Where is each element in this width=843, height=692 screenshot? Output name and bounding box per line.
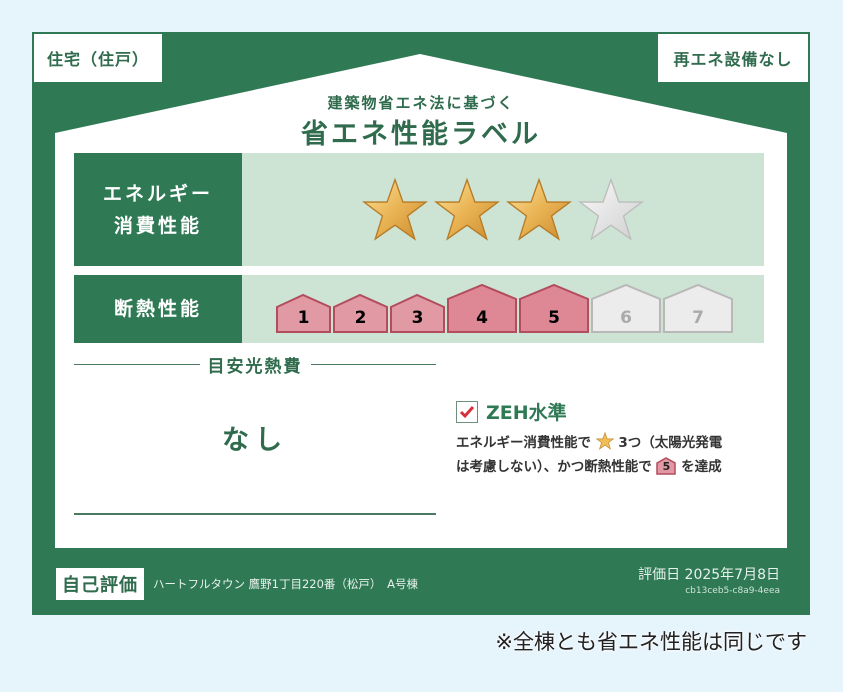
- house-level-icon: [333, 293, 388, 333]
- footnote: ※全棟とも省エネ性能は同じです: [495, 630, 807, 654]
- utility-cost-heading-text: 目安光熱費: [207, 357, 303, 377]
- level-number: 3: [411, 308, 424, 328]
- level-5-badge-icon: 5: [656, 457, 677, 475]
- insulation-performance-label: 断熱性能: [74, 275, 242, 343]
- house-level-icon: [390, 293, 445, 333]
- insulation-level-4: 4: [447, 283, 517, 337]
- star-filled-icon: [362, 177, 428, 241]
- energy-performance-row: エネルギー消費性能: [74, 153, 764, 266]
- insulation-level-7: 7: [663, 283, 733, 337]
- badge-number: 5: [662, 460, 671, 473]
- divider: [310, 363, 436, 366]
- utility-cost-value: なし: [222, 425, 288, 456]
- zeh-description: エネルギー消費性能で 3つ（太陽光発電 は考慮しない）、かつ断熱性能で 5 を達…: [456, 431, 722, 479]
- insulation-level-6: 6: [591, 283, 661, 337]
- building-type-tag: 住宅（住戸）: [34, 34, 162, 82]
- star-empty-icon: [578, 177, 644, 241]
- house-level-icon: [447, 283, 517, 333]
- renewable-energy-tag: 再エネ設備なし: [658, 34, 808, 82]
- house-level-icon: [663, 283, 733, 333]
- house-level-icon: [519, 283, 589, 333]
- divider: [74, 363, 200, 366]
- insulation-level-1: 1: [276, 293, 331, 337]
- level-number: 1: [297, 308, 310, 328]
- energy-performance-label: エネルギー消費性能: [74, 153, 242, 266]
- energy-star-rating: [362, 177, 644, 243]
- zeh-heading: ZEH水準: [486, 402, 567, 424]
- divider: [74, 513, 436, 515]
- insulation-level-scale: 1 2 3 4 5 6 7: [276, 283, 733, 337]
- energy-label-line2: 消費性能: [113, 214, 202, 237]
- assessment-date: 評価日 2025年7月8日: [638, 567, 780, 583]
- zeh-text-part: は考慮しない）、かつ断熱性能で: [456, 459, 652, 475]
- star-icon: [595, 432, 614, 450]
- energy-label-card: 住宅（住戸） 再エネ設備なし 建築物省エネ法に基づく 省エネ性能ラベル エネルギ…: [32, 32, 810, 615]
- checkmark-icon: [459, 405, 475, 418]
- level-number: 7: [692, 308, 704, 328]
- star-filled-icon: [434, 177, 500, 241]
- energy-label-line1: エネルギー: [102, 182, 213, 205]
- zeh-text-part: 3つ（太陽光発電: [618, 435, 723, 451]
- level-number: 6: [620, 308, 632, 328]
- self-assessment-badge: 自己評価: [56, 568, 144, 600]
- level-number: 2: [354, 308, 367, 328]
- level-number: 5: [548, 308, 560, 328]
- label-title: 省エネ性能ラベル: [301, 119, 541, 150]
- house-level-icon: [591, 283, 661, 333]
- utility-cost-heading: 目安光熱費: [74, 352, 436, 377]
- insulation-level-3: 3: [390, 293, 445, 337]
- zeh-text-part: を達成: [681, 459, 722, 475]
- label-subtitle: 建築物省エネ法に基づく: [327, 94, 515, 112]
- zeh-standard-block: ZEH水準 エネルギー消費性能で 3つ（太陽光発電 は考慮しない）、かつ断熱性能…: [456, 398, 722, 479]
- level-number: 4: [476, 308, 488, 328]
- label-id-code: cb13ceb5-c8a9-4eea: [685, 586, 780, 596]
- insulation-level-2: 2: [333, 293, 388, 337]
- zeh-checkbox: [456, 400, 478, 423]
- insulation-level-5: 5: [519, 283, 589, 337]
- property-address: ハートフルタウン 鷹野1丁目220番（松戸） A号棟: [153, 577, 419, 591]
- zeh-text-part: エネルギー消費性能で: [456, 435, 591, 451]
- house-level-icon: [276, 293, 331, 333]
- star-filled-icon: [506, 177, 572, 241]
